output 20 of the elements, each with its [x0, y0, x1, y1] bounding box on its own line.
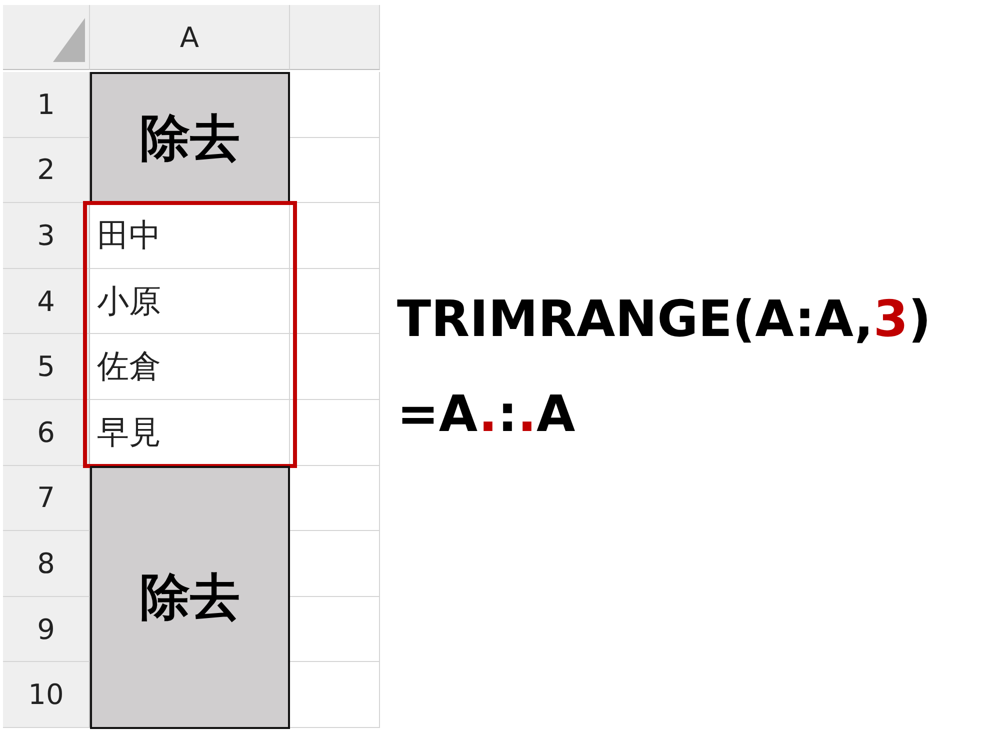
merged-cell	[90, 466, 290, 729]
name-text: 早見	[97, 412, 161, 453]
cell-text: 除去	[140, 566, 240, 628]
formula-text: =A.:.A	[397, 385, 576, 443]
column-header: A	[90, 5, 290, 70]
name-text: 小原	[97, 280, 161, 322]
row-number: 10	[28, 678, 64, 712]
row-number: 2	[37, 153, 55, 186]
formula-text: TRIMRANGE(A:A,3)	[397, 290, 932, 348]
name-text: 佐倉	[97, 346, 161, 388]
row-number: 3	[37, 218, 55, 252]
cell-text: 除去	[140, 108, 240, 169]
row-number: 5	[37, 350, 55, 384]
row-number: 9	[37, 612, 55, 646]
name-text: 田中	[97, 215, 161, 256]
row-number: 7	[37, 481, 55, 514]
row-number: 6	[37, 416, 55, 449]
row-number: 8	[37, 546, 55, 580]
row-number: 1	[37, 88, 55, 121]
row-number: 4	[37, 284, 55, 318]
